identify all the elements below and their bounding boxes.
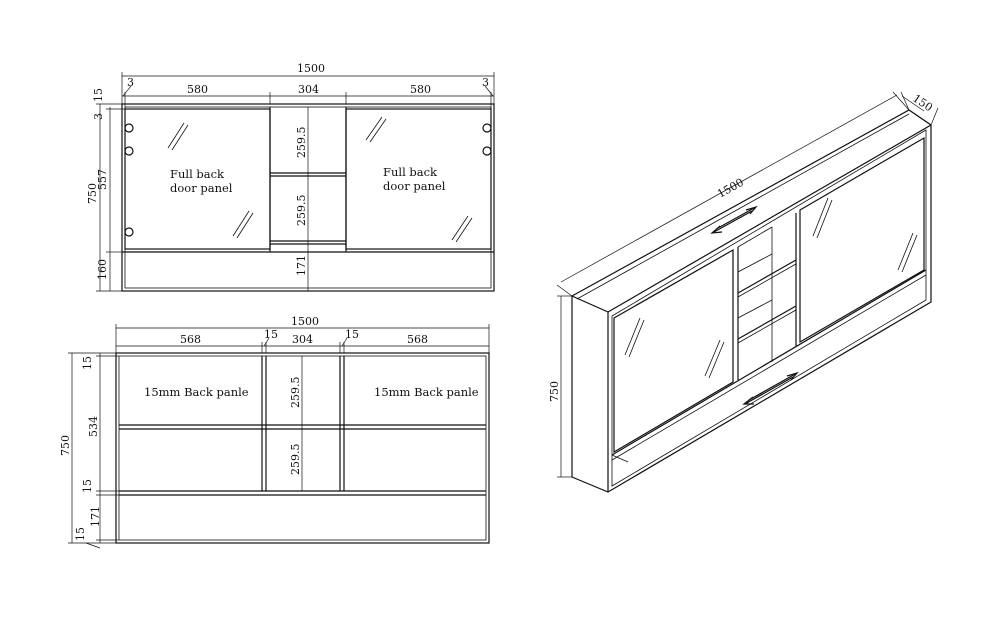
back-left-panel-label: 15mm Back panle [144,385,249,399]
dim-overall-width: 1500 [297,62,325,75]
dim-back-overall-height: 750 [59,435,72,456]
dim-iso-height: 750 [548,381,561,402]
front-view: Full back door panel Full back door pane… [86,62,495,292]
iso-front-frame [611,129,927,487]
dim-back-middle-thickness: 15 [81,479,94,493]
dim-back-overall-width: 1500 [291,315,319,328]
dim-center-width: 304 [298,83,319,96]
iso-center-shelf-1 [737,259,797,294]
left-door-label-line2: door panel [170,181,233,195]
glass-reflection-icon [624,197,918,379]
glass-reflection-icon [167,116,473,243]
hinge-icon [124,227,134,237]
dim-bottom-height: 160 [96,259,109,280]
dim-line-iso-depth [901,95,925,112]
left-door-label-line1: Full back [170,167,225,181]
back-inner-frame [118,355,487,541]
dim-iso-width: 1500 [715,176,746,201]
hinge-icon [124,146,134,156]
dim-left-door-width: 580 [187,83,208,96]
dim-right-door-width: 580 [410,83,431,96]
dim-side-gap-right: 3 [482,76,489,89]
dim-iso-depth: 150 [910,92,935,115]
dim-back-shelf-lower: 259.5 [289,444,302,476]
dim-back-panel-height: 534 [87,416,100,437]
slide-arrow-icon [710,205,758,234]
back-outer-frame [115,352,490,544]
iso-center-shelf-2 [737,305,797,340]
dim-line-iso-width [560,94,898,283]
dim-door-height: 557 [96,169,109,190]
right-door-label-line2: door panel [383,179,446,193]
dim-back-top-thickness: 15 [81,356,94,370]
back-right-panel-label: 15mm Back panle [374,385,479,399]
dim-back-divider-right: 15 [345,328,359,341]
hinge-icon [124,123,134,133]
hinge-icon [482,146,492,156]
dim-back-shelf-upper: 259.5 [289,377,302,409]
iso-front-top-edge [607,124,932,313]
dim-side-gap-left: 3 [127,76,134,89]
dim-back-bottom-thickness: 15 [74,527,87,541]
dim-back-bottom-height: 171 [89,506,102,527]
slide-arrow-icon [742,371,799,405]
dim-back-center-width: 304 [292,333,313,346]
right-door-label-line1: Full back [383,165,438,179]
iso-left-door [613,248,734,454]
dim-back-left-width: 568 [180,333,201,346]
dim-back-divider-left: 15 [264,328,278,341]
dim-top-thickness: 15 [92,88,105,102]
iso-bottom-shelf [611,269,927,456]
dim-shelf-lower: 259.5 [295,195,308,227]
back-view: 15mm Back panle 15mm Back panle 1500 568… [59,315,490,549]
iso-right-door [799,136,925,344]
dim-overall-height: 750 [86,183,99,204]
dim-shelf-bottom: 171 [295,255,308,276]
hinge-icon [482,123,492,133]
dim-shelf-upper: 259.5 [295,127,308,159]
dim-back-right-width: 568 [407,333,428,346]
isometric-view: 1500 150 750 [548,92,939,493]
dim-top-gap: 3 [92,113,105,120]
